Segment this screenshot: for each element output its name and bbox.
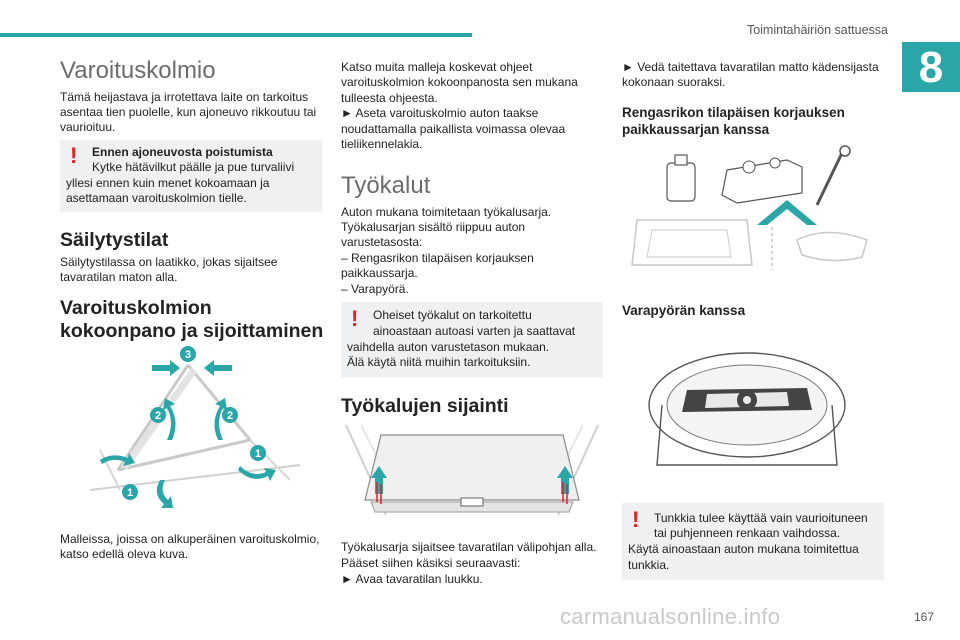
warning-note: ! Tunkkia tulee käyttää vain vaurioitune… xyxy=(622,503,884,580)
warning-line: yllesi ennen kuin menet kokoamaan ja xyxy=(66,176,270,190)
heading-spare-wheel: Varapyörän kanssa xyxy=(622,303,746,318)
warning-line: Käytä ainoastaan auton mukana toimitettu… xyxy=(628,542,859,556)
paragraph-line: Säilytystilassa on laatikko, jokas sijai… xyxy=(60,255,278,269)
paragraph-line: Pääset siihen käsiksi seuraavasti: xyxy=(341,556,521,570)
warning-exclamation-icon: ! xyxy=(632,507,640,532)
paragraph-line: Tämä heijastava ja irrotettava laite on … xyxy=(60,90,309,104)
trunk-floor-illustration xyxy=(345,424,599,516)
callout-badge-2 xyxy=(222,407,238,423)
callout-badge-2 xyxy=(150,407,166,423)
paragraph-line: – Rengasrikon tilapäisen korjauksen xyxy=(341,251,534,265)
paragraph-line: – Varapyörä. xyxy=(341,282,409,296)
page-number: 167 xyxy=(914,610,935,624)
heading-repair-kit: paikkaussarjan kanssa xyxy=(622,122,770,137)
warning-note: ! Ennen ajoneuvosta poistumista Kytke hä… xyxy=(60,140,322,212)
callout-badge-3 xyxy=(180,346,196,362)
warning-line: Oheiset työkalut on tarkoitettu xyxy=(373,308,532,322)
chapter-title: Toimintahäiriön sattuessa xyxy=(746,23,888,37)
warning-line: Kytke hätävilkut päälle ja pue turvaliiv… xyxy=(92,160,295,174)
paragraph-line: varustetasosta: xyxy=(341,235,423,249)
warning-title: Ennen ajoneuvosta poistumista xyxy=(92,145,273,159)
paragraph-line: Auton mukana toimitetaan työkalusarja. xyxy=(341,205,552,219)
callout-badge-label: 1 xyxy=(127,487,133,499)
paragraph-line: tavaratilan maton alla. xyxy=(60,270,178,284)
callout-badge-label: 3 xyxy=(185,349,191,361)
watermark-text: carmanualsonline.info xyxy=(560,604,781,629)
warning-line: Tunkkia tulee käyttää vain vaurioituneen xyxy=(654,511,868,525)
callout-badge-label: 2 xyxy=(155,410,161,422)
paragraph-line: ► Avaa tavaratilan luukku. xyxy=(341,572,483,586)
heading-repair-kit: Rengasrikon tilapäisen korjauksen xyxy=(622,105,845,120)
paragraph-line: kokonaan suoraksi. xyxy=(622,75,726,89)
warning-line: vaihdella auton varustetason mukaan. xyxy=(347,340,550,354)
paragraph-line: Katso muita malleja koskevat ohjeet xyxy=(341,60,533,74)
paragraph-line: asentaa tien puolelle, kun ajoneuvo rikk… xyxy=(60,105,317,119)
callout-badge-label: 1 xyxy=(255,448,261,460)
heading-storage: Säilytystilat xyxy=(60,229,169,251)
warning-line: ainoastaan autoasi varten ja saattavat xyxy=(373,324,576,338)
heading-tools-location: Työkalujen sijainti xyxy=(341,395,509,417)
heading-assembly: kokoonpano ja sijoittaminen xyxy=(60,320,324,342)
heading-warning-triangle: Varoituskolmio xyxy=(60,57,216,84)
warning-line: Älä käytä niitä muihin tarkoituksiin. xyxy=(347,355,531,369)
warning-line: tunkkia. xyxy=(628,558,670,572)
paragraph-line: tieliikennelakia. xyxy=(341,137,423,151)
paragraph-line: tulleesta ohjeesta. xyxy=(341,91,438,105)
callout-badge-1 xyxy=(250,445,266,461)
chapter-number-tab: 8 xyxy=(902,42,960,92)
repair-kit-illustration xyxy=(631,145,868,270)
warning-exclamation-icon: ! xyxy=(351,306,359,331)
paragraph-line: vaurioituu. xyxy=(60,120,116,134)
warning-line: asettamaan varoituskolmion tielle. xyxy=(66,191,247,205)
paragraph-line: Työkalusarja sijaitsee tavaratilan välip… xyxy=(341,540,597,554)
warning-note: ! Oheiset työkalut on tarkoitettu ainoas… xyxy=(341,302,603,377)
paragraph-line: Työkalusarjan sisältö riippuu auton xyxy=(341,220,526,234)
header-accent-bar xyxy=(0,33,472,37)
warning-triangle-assembly-illustration: 3 2 2 1 1 xyxy=(89,346,301,508)
paragraph-line: noudattamalla paikallista voimassa oleva… xyxy=(341,122,566,136)
paragraph-line: Malleissa, joissa on alkuperäinen varoit… xyxy=(60,532,320,546)
paragraph-line: katso edellä oleva kuva. xyxy=(60,547,189,561)
heading-assembly: Varoituskolmion xyxy=(60,297,212,319)
paragraph-line: ► Vedä taitettava tavaratilan matto käde… xyxy=(622,60,879,74)
heading-tools: Työkalut xyxy=(341,172,431,199)
paragraph-line: varoituskolmion kokoonpanosta sen mukana xyxy=(341,75,578,89)
spare-wheel-illustration xyxy=(648,352,846,466)
paragraph-line: paikkaussarja. xyxy=(341,266,418,280)
callout-badge-label: 2 xyxy=(227,410,233,422)
paragraph-line: ► Aseta varoituskolmio auton taakse xyxy=(341,106,539,120)
callout-badge-1 xyxy=(122,484,138,500)
warning-line: tai puhjenneen renkaan vaihdossa. xyxy=(654,526,841,540)
warning-exclamation-icon: ! xyxy=(70,143,78,168)
